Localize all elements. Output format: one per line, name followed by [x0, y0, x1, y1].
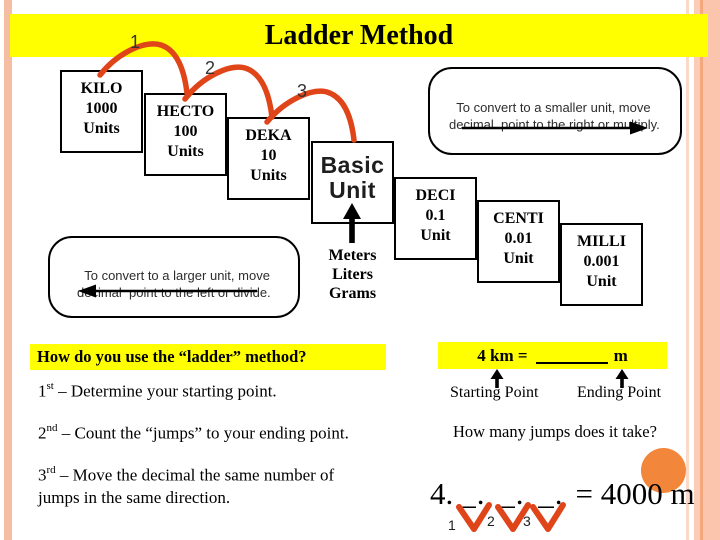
answer-line: 4._. _. _. = 4000 m — [430, 476, 695, 512]
box-label-line: 10 — [260, 147, 277, 164]
ladder-box-kilo: KILO 1000 Units — [60, 70, 143, 153]
equation-blank — [535, 347, 608, 364]
box-label-line: Units — [83, 120, 120, 137]
border-stripe — [686, 0, 689, 540]
box-label-line: DEKA — [245, 127, 292, 144]
box-label-line: Units — [167, 143, 204, 160]
border-stripe — [694, 0, 700, 540]
box-label-line: DECI — [415, 187, 456, 204]
box-label-line: 0.1 — [425, 207, 446, 224]
step-1: 1st – Determine your starting point. — [38, 376, 277, 403]
answer-result: = 4000 m — [575, 476, 695, 511]
base-units-list: Meters Liters Grams — [328, 247, 377, 302]
box-label-line: Units — [250, 167, 287, 184]
step-2: 2nd – Count the “jumps” to your ending p… — [38, 418, 349, 445]
title-bar: Ladder Method — [10, 14, 708, 57]
step-ordinal-suffix: st — [46, 380, 54, 392]
question-text: How do you use the “ladder” method? — [37, 347, 307, 366]
box-label-line: Basic — [320, 152, 385, 178]
step-text: – Determine your starting point. — [53, 381, 277, 401]
border-stripe — [703, 0, 720, 540]
answer-jump-number-1: 1 — [448, 517, 456, 533]
ladder-box-hecto: HECTO 100 Units — [144, 93, 227, 176]
step-ordinal: 2 — [38, 423, 47, 443]
step-ordinal-suffix: rd — [46, 464, 56, 476]
box-label-line: CENTI — [493, 210, 544, 227]
box-label-line: KILO — [80, 80, 123, 97]
smaller-unit-callout: To convert to a smaller unit, move decim… — [428, 67, 682, 155]
ladder-box-basic-unit: Basic Unit — [311, 141, 394, 224]
step-text: – Count the “jumps” to your ending point… — [57, 423, 349, 443]
ladder-box-deka: DEKA 10 Units — [227, 117, 310, 200]
box-label-line: Unit — [329, 177, 376, 203]
box-label-line: MILLI — [577, 233, 626, 250]
smaller-unit-callout-text: To convert to a smaller unit, move decim… — [449, 100, 660, 132]
jump-number-1: 1 — [130, 32, 141, 52]
larger-unit-callout: To convert to a larger unit, move decima… — [48, 236, 300, 318]
jumps-question: How many jumps does it take? — [453, 422, 657, 441]
step-ordinal: 1 — [38, 381, 47, 401]
ladder-box-milli: MILLI 0.001 Unit — [560, 223, 643, 306]
starting-point-label: Starting Point — [450, 384, 539, 401]
ladder-box-deci: DECI 0.1 Unit — [394, 177, 477, 260]
accent-circle — [641, 448, 686, 493]
box-label-line: 0.001 — [583, 253, 620, 270]
box-label-line: HECTO — [156, 103, 215, 120]
step-text: – Move the decimal the same number of ju… — [38, 465, 335, 507]
larger-unit-callout-text: To convert to a larger unit, move decima… — [77, 268, 271, 300]
step-ordinal: 3 — [38, 465, 47, 485]
equation-bar: 4 km = m — [438, 342, 667, 369]
left-border-stripe — [4, 0, 12, 540]
answer-blanks: _. _. _. — [460, 476, 564, 511]
jump-number-2: 2 — [205, 58, 216, 78]
box-label-line: 1000 — [85, 100, 118, 117]
box-label-line: Unit — [586, 273, 617, 290]
ending-point-label: Ending Point — [577, 384, 662, 401]
box-label-line: Unit — [420, 227, 451, 244]
jump-number-3: 3 — [297, 81, 308, 101]
answer-jump-number-2: 2 — [487, 513, 495, 529]
box-label-line: 100 — [173, 123, 198, 140]
step-3: 3rd – Move the decimal the same number o… — [38, 460, 378, 509]
box-label-line: 0.01 — [504, 230, 533, 247]
ladder-box-centi: CENTI 0.01 Unit — [477, 200, 560, 283]
border-stripe — [700, 0, 703, 540]
equation-prefix: 4 km = — [477, 345, 528, 365]
answer-jump-number-3: 3 — [523, 513, 531, 529]
equation-unit: m — [613, 345, 628, 365]
step-ordinal-suffix: nd — [46, 422, 58, 434]
slide-title: Ladder Method — [264, 20, 454, 51]
question-highlight: How do you use the “ladder” method? — [30, 344, 386, 370]
box-label-line: Unit — [503, 250, 534, 267]
answer-start: 4. — [430, 476, 454, 511]
